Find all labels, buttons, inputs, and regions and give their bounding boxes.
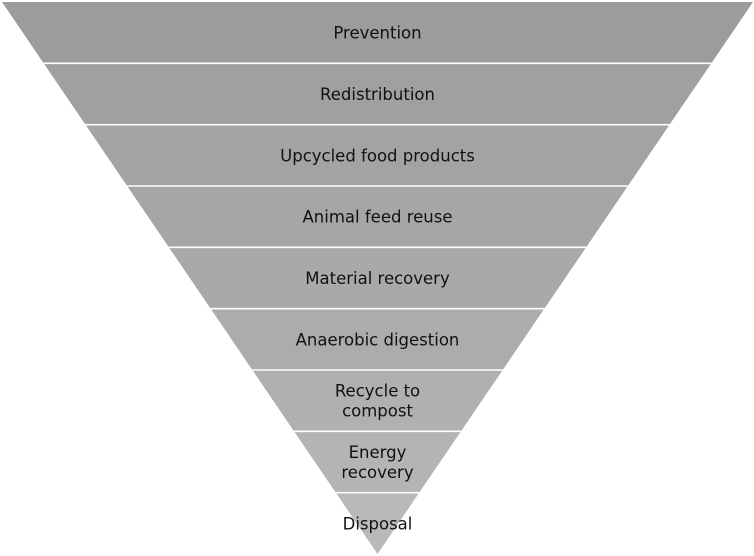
hierarchy-level-label: Recycle to bbox=[335, 382, 420, 401]
hierarchy-level-band bbox=[210, 308, 545, 370]
hierarchy-level-label: Anaerobic digestion bbox=[296, 330, 460, 349]
hierarchy-level: Prevention bbox=[2, 2, 753, 64]
hierarchy-level: Redistribution bbox=[43, 62, 712, 125]
hierarchy-level: Material recovery bbox=[168, 246, 587, 309]
hierarchy-level-band bbox=[127, 186, 628, 248]
hierarchy-level-band bbox=[85, 124, 670, 186]
hierarchy-level-band bbox=[2, 2, 753, 64]
hierarchy-level-label: recovery bbox=[341, 463, 413, 482]
hierarchy-level: Disposal bbox=[335, 491, 420, 554]
hierarchy-level-label: Animal feed reuse bbox=[303, 208, 453, 227]
hierarchy-level-label: compost bbox=[342, 402, 413, 421]
hierarchy-level: Animal feed reuse bbox=[127, 185, 628, 248]
hierarchy-level-band bbox=[252, 370, 503, 432]
hierarchy-level-label: Disposal bbox=[343, 514, 413, 533]
hierarchy-level-label: Material recovery bbox=[305, 269, 450, 288]
hierarchy-level: Anaerobic digestion bbox=[210, 307, 545, 370]
hierarchy-level-label: Upcycled food products bbox=[280, 146, 475, 165]
hierarchy-level-band bbox=[43, 63, 712, 125]
hierarchy-level-label: Redistribution bbox=[320, 85, 435, 104]
hierarchy-level: Upcycled food products bbox=[85, 123, 670, 186]
hierarchy-level-band bbox=[168, 247, 587, 309]
hierarchy-level-band bbox=[294, 431, 461, 493]
hierarchy-level-band bbox=[335, 492, 420, 554]
hierarchy-level-label: Prevention bbox=[333, 24, 421, 43]
hierarchy-level-label: Energy bbox=[349, 443, 407, 462]
